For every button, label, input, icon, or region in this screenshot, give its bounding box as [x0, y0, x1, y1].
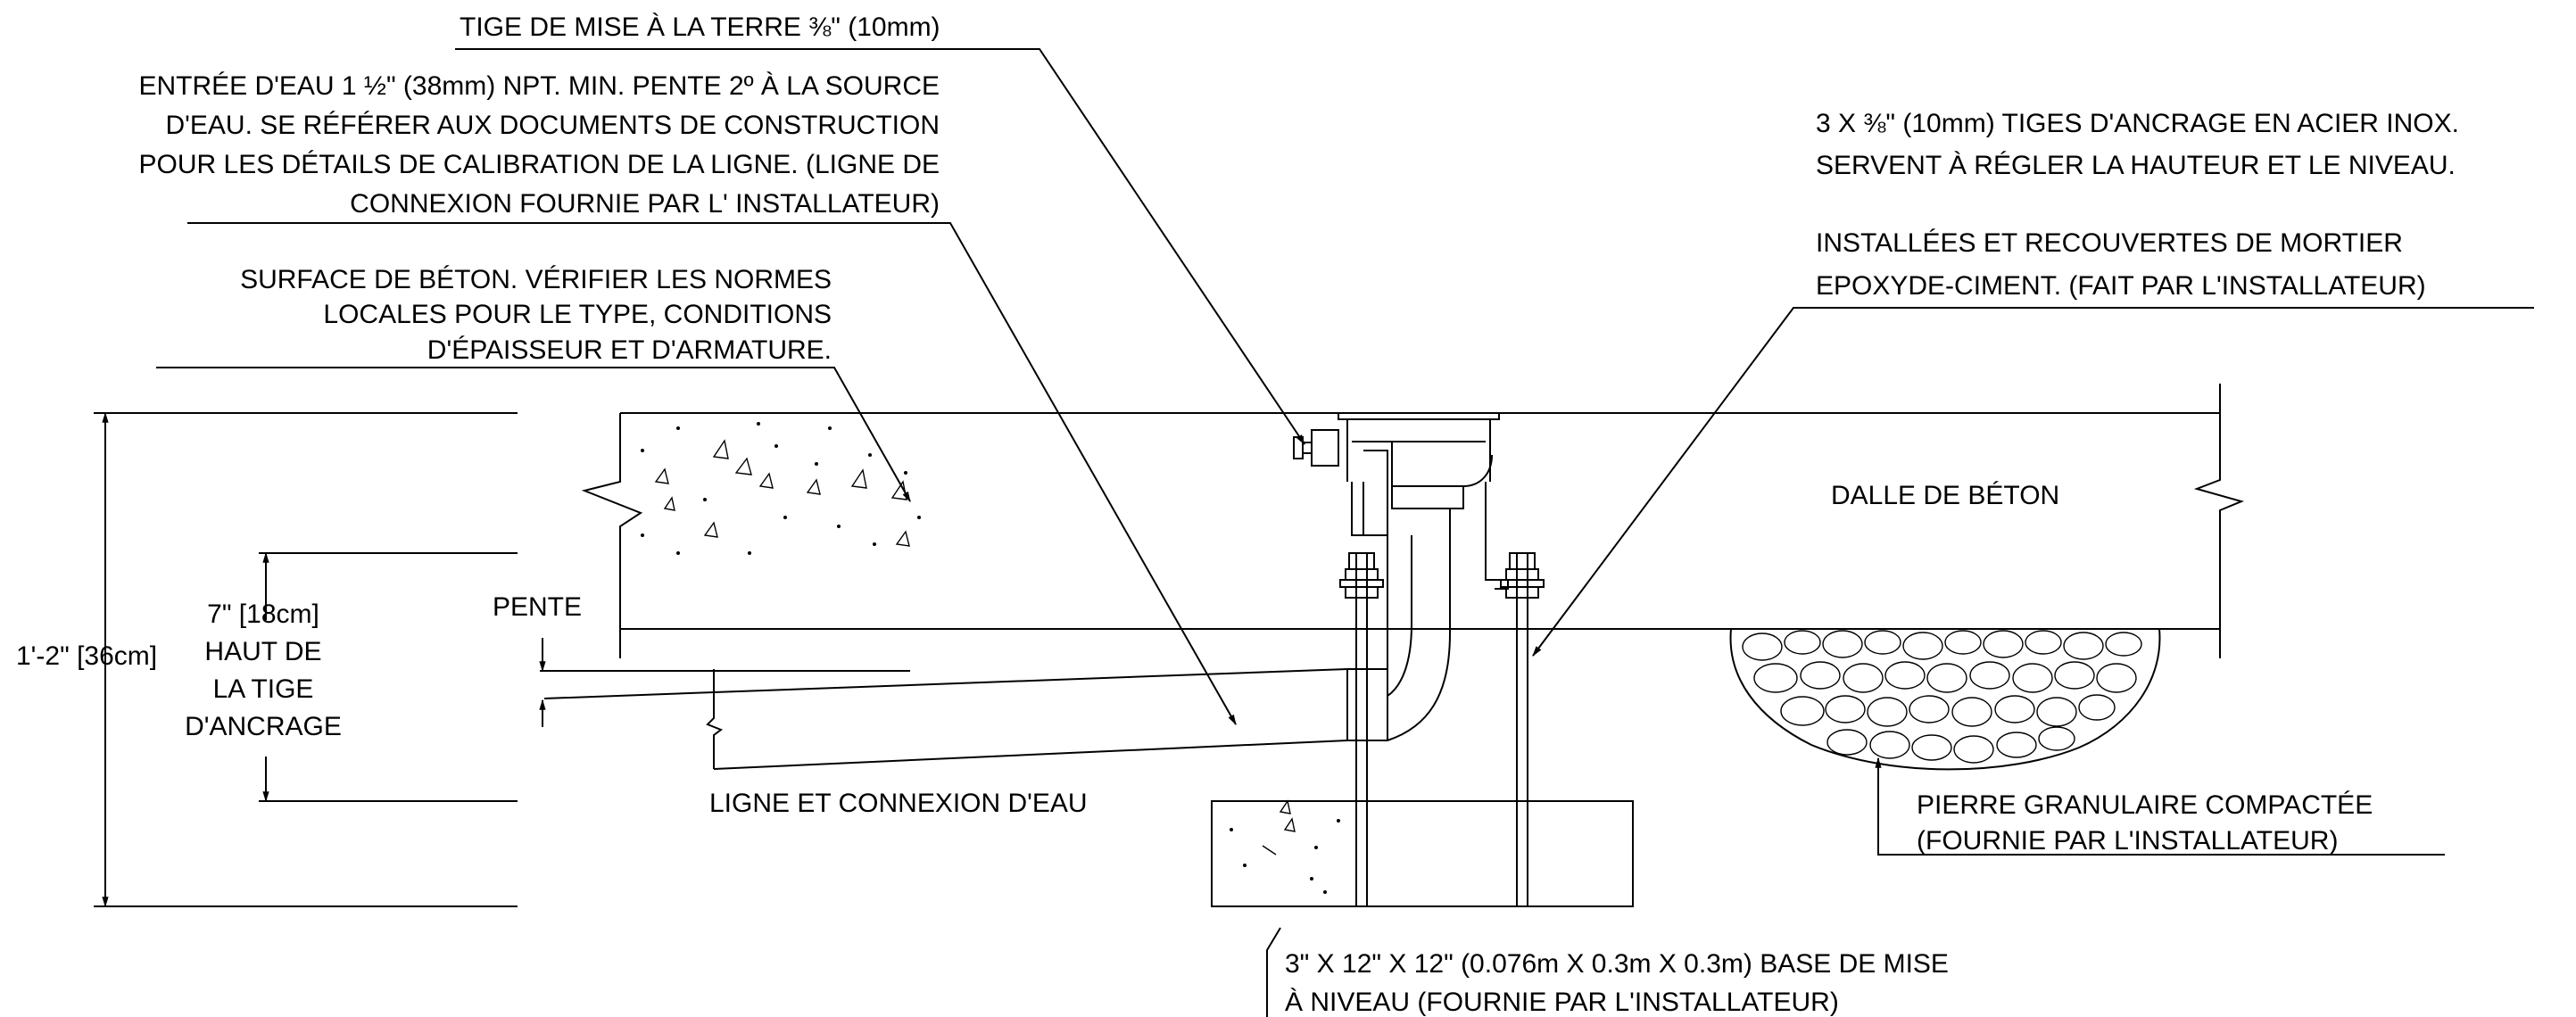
- concrete-surface-line-1: SURFACE DE BÉTON. VÉRIFIER LES NORMES: [240, 265, 832, 294]
- slab-left-break: [581, 413, 643, 658]
- slab-right-break: [2193, 384, 2245, 658]
- ground-rod-leader: [455, 48, 1305, 445]
- anchor-rods-line-2: SERVENT À RÉGLER LA HAUTEUR ET LE NIVEAU…: [1816, 151, 2456, 180]
- granular-stone-leader: [1875, 757, 2445, 856]
- anchor-rod-left: [1339, 552, 1384, 906]
- leader-lines: [156, 48, 2534, 1017]
- installed-mortar-line-1: INSTALLÉES ET RECOUVERTES DE MORTIER: [1816, 228, 2403, 258]
- concrete-surface-leader: [156, 367, 911, 503]
- granular-stone-line-1: PIERRE GRANULAIRE COMPACTÉE: [1917, 790, 2373, 820]
- water-line-top: [543, 668, 1348, 699]
- anchor-rods-line-1: 3 X ⅜" (10mm) TIGES D'ANCRAGE EN ACIER I…: [1816, 109, 2459, 138]
- leveling-base-note: 3" X 12" X 12" (0.076m X 0.3m X 0.3m) BA…: [1285, 949, 1949, 1017]
- anchor-rod-right: [1500, 552, 1545, 906]
- water-line-bottom: [713, 740, 1348, 770]
- dimensions: [94, 411, 910, 908]
- water-inlet-line-3: POUR LES DÉTAILS DE CALIBRATION DE LA LI…: [139, 150, 940, 179]
- leveling-base: [1211, 799, 1634, 907]
- water-inlet-leader: [187, 222, 1237, 726]
- ground-rod-label: TIGE DE MISE À LA TERRE ⅜" (10mm): [460, 12, 940, 42]
- concrete-surface-line-3: D'ÉPAISSEUR ET D'ARMATURE.: [427, 335, 832, 365]
- leveling-base-leader: [1266, 927, 1281, 1017]
- leveling-base-block: [1211, 800, 1634, 907]
- rod-height-line-2: HAUT DE: [204, 637, 321, 666]
- water-inlet-note: ENTRÉE D'EAU 1 ½" (38mm) NPT. MIN. PENTE…: [138, 71, 940, 219]
- installed-mortar-line-2: EPOXYDE-CIMENT. (FAIT PAR L'INSTALLATEUR…: [1816, 271, 2426, 301]
- rod-height-line-1: 7" [18cm]: [207, 599, 319, 629]
- concrete-slab: [581, 384, 2245, 658]
- water-line-break: [706, 669, 724, 769]
- rod-height-line-4: D'ANCRAGE: [185, 712, 342, 741]
- water-line-label: LIGNE ET CONNEXION D'EAU: [709, 789, 1088, 818]
- rod-height-line-3: LA TIGE: [213, 674, 314, 704]
- leveling-base-line-2: À NIVEAU (FOURNIE PAR L'INSTALLATEUR): [1285, 988, 1839, 1017]
- outlet-pipe-bend: [1387, 508, 1451, 741]
- rod-height-note: 7" [18cm] HAUT DE LA TIGE D'ANCRAGE: [185, 599, 342, 741]
- slope-label: PENTE: [493, 592, 582, 622]
- granular-stone-fill: [1729, 628, 2161, 771]
- granular-stone-note: PIERRE GRANULAIRE COMPACTÉE (FOURNIE PAR…: [1917, 790, 2373, 856]
- concrete-surface-line-2: LOCALES POUR LE TYPE, CONDITIONS: [323, 300, 832, 329]
- granular-stone-line-2: (FOURNIE PAR L'INSTALLATEUR): [1917, 826, 2338, 856]
- anchor-rods-leader: [1532, 307, 2534, 657]
- concrete-aggregate-pattern: [641, 422, 921, 555]
- concrete-surface-note: SURFACE DE BÉTON. VÉRIFIER LES NORMES LO…: [240, 265, 832, 365]
- drain-top-flange: [1338, 413, 1500, 420]
- total-height-label: 1'-2" [36cm]: [16, 641, 157, 671]
- water-line: [543, 668, 1348, 770]
- water-inlet-line-2: D'EAU. SE RÉFÉRER AUX DOCUMENTS DE CONST…: [166, 111, 940, 140]
- water-inlet-line-4: CONNEXION FOURNIE PAR L' INSTALLATEUR): [350, 189, 940, 219]
- drain-fixture: [1293, 413, 1545, 906]
- gravel-outline: [1729, 628, 2161, 771]
- water-inlet-line-1: ENTRÉE D'EAU 1 ½" (38mm) NPT. MIN. PENTE…: [138, 71, 940, 101]
- anchor-rods-note: 3 X ⅜" (10mm) TIGES D'ANCRAGE EN ACIER I…: [1816, 109, 2459, 301]
- concrete-slab-label: DALLE DE BÉTON: [1831, 481, 2059, 510]
- leveling-base-line-1: 3" X 12" X 12" (0.076m X 0.3m X 0.3m) BA…: [1285, 949, 1949, 979]
- ground-lug: [1293, 429, 1339, 467]
